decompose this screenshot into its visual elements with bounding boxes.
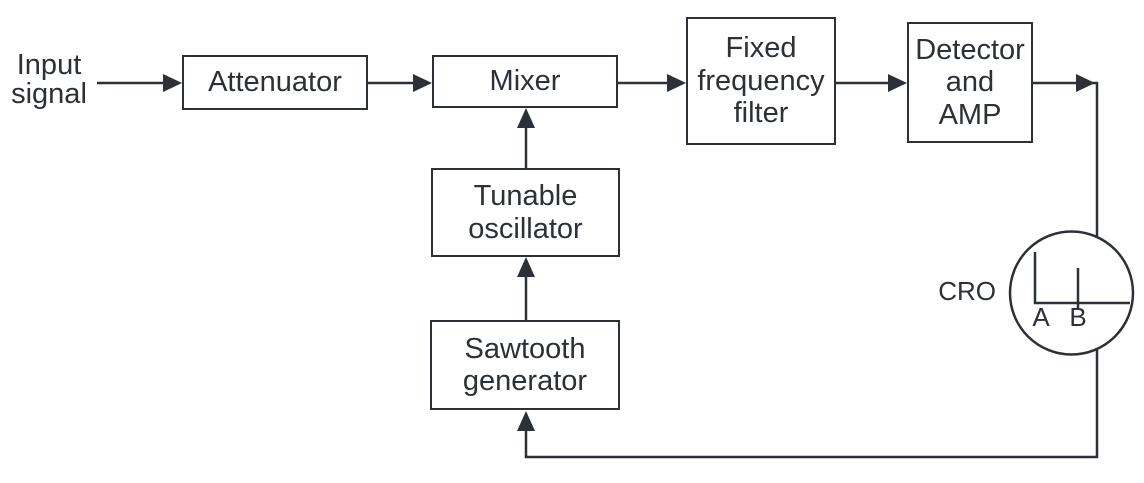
arrow-sawtooth-to-oscillator	[517, 257, 535, 320]
detector-and-amp-block: Detector and AMP	[907, 22, 1033, 143]
arrow-detector-to-cro	[1032, 74, 1099, 238]
attenuator-block: Attenuator	[182, 55, 368, 110]
mixer-label: Mixer	[489, 65, 561, 98]
up-arrowhead-icon	[517, 411, 535, 431]
arrow-oscillator-to-mixer	[517, 108, 535, 168]
sawtooth-generator-label: Sawtooth generator	[462, 332, 588, 397]
cro-label: CRO	[938, 276, 996, 306]
right-arrowhead-icon	[888, 74, 907, 92]
right-arrowhead-icon	[163, 74, 182, 92]
mixer-block: Mixer	[432, 55, 618, 108]
arrow-input-to-attenuator	[97, 74, 182, 92]
tunable-oscillator-block: Tunable oscillator	[431, 168, 620, 257]
scope-trace-axis	[1033, 252, 1130, 305]
up-arrowhead-icon	[517, 257, 535, 277]
detector-and-amp-label: Detector and AMP	[915, 33, 1025, 131]
input-signal-label: Input signal	[11, 49, 87, 110]
attenuator-label: Attenuator	[208, 66, 342, 99]
arrow-attenuator-to-mixer	[368, 74, 432, 92]
sawtooth-generator-block: Sawtooth generator	[430, 320, 620, 410]
scope-marker-a-label: A	[1032, 302, 1050, 332]
arrow-filter-to-detector	[836, 74, 907, 92]
tunable-oscillator-label: Tunable oscillator	[468, 180, 583, 245]
up-arrowhead-icon	[517, 108, 535, 128]
cro-screen	[1008, 230, 1135, 356]
fixed-frequency-filter-label: Fixed frequency filter	[697, 32, 825, 130]
arrow-feedback-to-sawtooth	[517, 348, 1099, 459]
cro-circle	[1008, 230, 1135, 356]
arrow-mixer-to-filter	[618, 74, 686, 92]
scope-marker-b-label: B	[1069, 302, 1087, 332]
right-arrowhead-icon	[413, 74, 432, 92]
fixed-frequency-filter-block: Fixed frequency filter	[686, 17, 836, 145]
right-arrowhead-icon	[667, 74, 686, 92]
right-arrowhead-icon	[1076, 74, 1095, 92]
